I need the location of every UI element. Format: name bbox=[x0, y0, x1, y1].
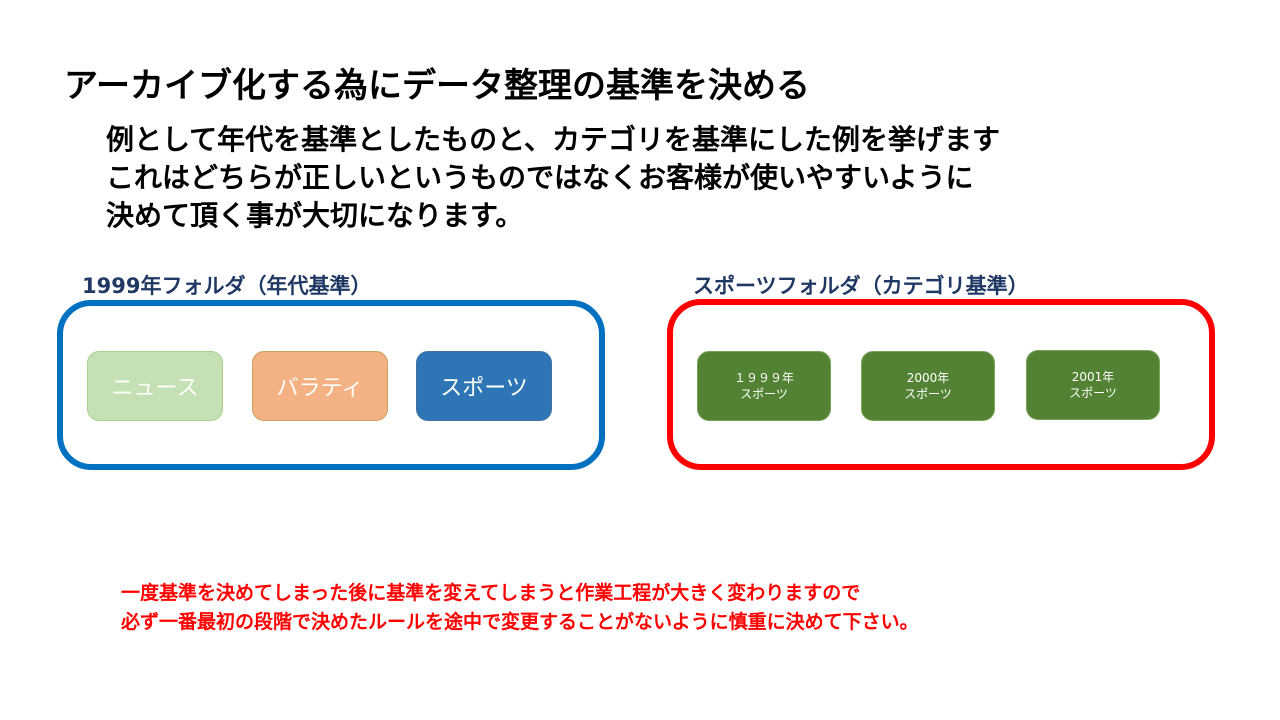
category-label: スポーツ bbox=[904, 387, 952, 401]
year-label: 2001年 bbox=[1071, 370, 1115, 384]
intro-line-3: 決めて頂く事が大切になります。 bbox=[106, 199, 524, 232]
slide-title: アーカイブ化する為にデータ整理の基準を決める bbox=[64, 66, 810, 106]
year-folder-label: 1999年フォルダ（年代基準） bbox=[82, 274, 372, 298]
category-label: スポーツ bbox=[1069, 386, 1117, 400]
category-label: スポーツ bbox=[740, 387, 788, 401]
year-label: １９９９年 bbox=[733, 371, 794, 385]
sports-box: スポーツ bbox=[416, 351, 552, 421]
year-folder-frame bbox=[57, 300, 605, 470]
sports-2000-box: 2000年スポーツ bbox=[861, 351, 995, 421]
news-box: ニュース bbox=[87, 351, 223, 421]
intro-line-2: これはどちらが正しいというものではなくお客様が使いやすいように bbox=[106, 161, 974, 194]
category-folder-frame bbox=[667, 299, 1215, 470]
category-folder-label: スポーツフォルダ（カテゴリ基準） bbox=[693, 274, 1029, 298]
warning-note-line-2: 必ず一番最初の段階で決めたルールを途中で変更することがないように慎重に決めて下さ… bbox=[121, 611, 919, 633]
intro-line-1: 例として年代を基準としたものと、カテゴリを基準にした例を挙げます bbox=[106, 123, 1001, 156]
warning-note-line-1: 一度基準を決めてしまった後に基準を変えてしまうと作業工程が大きく変わりますので bbox=[121, 582, 861, 604]
sports-2001-box: 2001年スポーツ bbox=[1026, 350, 1160, 420]
year-label: 2000年 bbox=[906, 371, 950, 385]
sports-1999-box: １９９９年スポーツ bbox=[697, 351, 831, 421]
variety-box: バラティ bbox=[252, 351, 388, 421]
